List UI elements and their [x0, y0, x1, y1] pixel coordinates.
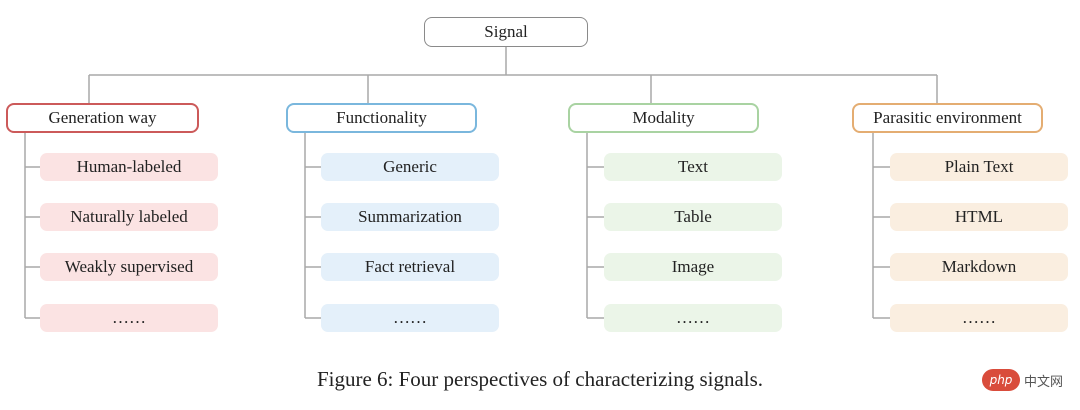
leaf-plain-text: Plain Text — [890, 153, 1068, 181]
watermark-logo-icon: php — [982, 369, 1020, 391]
leaf-summarization: Summarization — [321, 203, 499, 231]
category-parasitic-environment: Parasitic environment — [852, 103, 1043, 133]
leaf-weakly-supervised: Weakly supervised — [40, 253, 218, 281]
leaf-markdown: Markdown — [890, 253, 1068, 281]
watermark: php 中文网 — [982, 368, 1063, 392]
leaf-ellipsis: …… — [890, 304, 1068, 332]
leaf-human-labeled: Human-labeled — [40, 153, 218, 181]
category-modality: Modality — [568, 103, 759, 133]
leaf-html: HTML — [890, 203, 1068, 231]
leaf-ellipsis: …… — [321, 304, 499, 332]
leaf-image: Image — [604, 253, 782, 281]
watermark-text: 中文网 — [1024, 374, 1064, 390]
leaf-table: Table — [604, 203, 782, 231]
category-generation-way: Generation way — [6, 103, 199, 133]
category-functionality: Functionality — [286, 103, 477, 133]
leaf-ellipsis: …… — [604, 304, 782, 332]
leaf-fact-retrieval: Fact retrieval — [321, 253, 499, 281]
leaf-naturally-labeled: Naturally labeled — [40, 203, 218, 231]
leaf-generic: Generic — [321, 153, 499, 181]
leaf-ellipsis: …… — [40, 304, 218, 332]
root-node-signal: Signal — [424, 17, 588, 47]
figure-caption: Figure 6: Four perspectives of character… — [316, 367, 764, 391]
leaf-text: Text — [604, 153, 782, 181]
